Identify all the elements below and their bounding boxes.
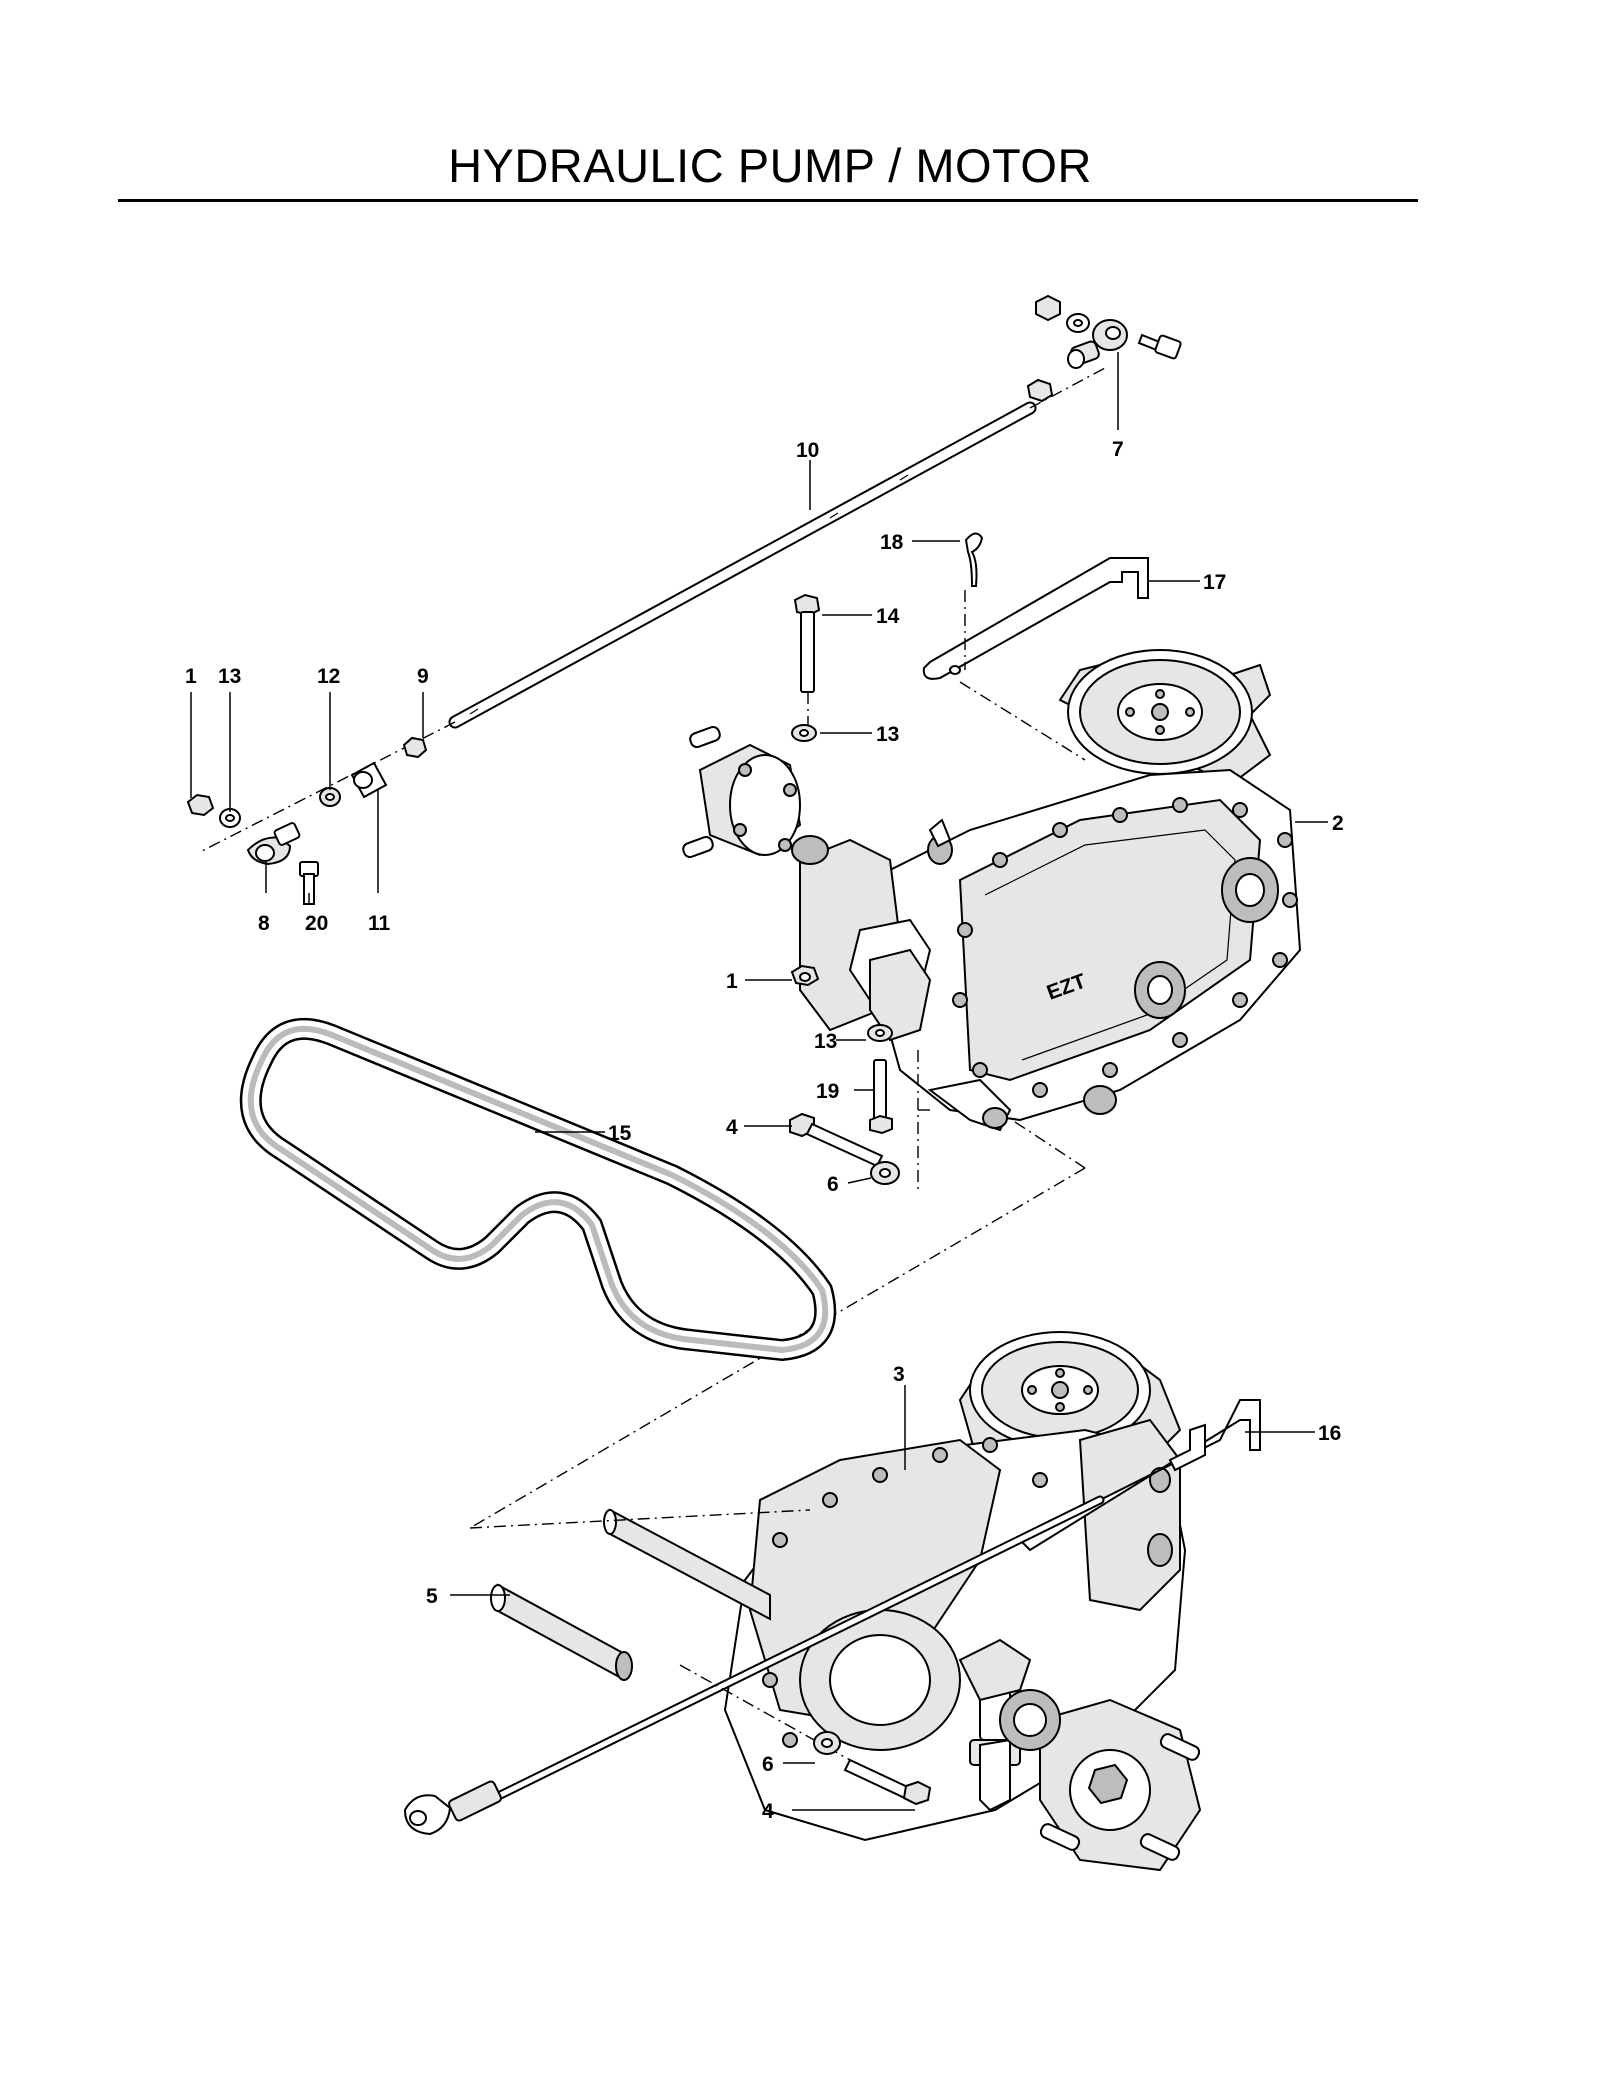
rod-end-assembly-left [186, 736, 428, 905]
callout-8: 8 [258, 912, 270, 935]
control-rod [448, 401, 1037, 729]
callout-1-left: 1 [185, 665, 197, 688]
callout-13-lower: 13 [814, 1030, 837, 1053]
callout-19: 19 [816, 1080, 839, 1103]
control-bracket [922, 557, 1149, 680]
callout-9: 9 [417, 665, 429, 688]
bracket-centerline [959, 681, 1086, 761]
callout-17: 17 [1203, 571, 1226, 594]
title-rule [118, 199, 1418, 202]
lower-transmission [723, 1331, 1202, 1872]
callout-13-upper: 13 [876, 723, 899, 746]
callout-18: 18 [880, 531, 904, 554]
bolt-14 [793, 593, 821, 693]
callout-10: 10 [796, 439, 819, 462]
bolt-4-lower [843, 1758, 932, 1806]
washer-13-upper [791, 724, 817, 742]
callout-15: 15 [608, 1122, 632, 1145]
rod-centerline-top [1029, 367, 1106, 409]
callout-1-center: 1 [726, 970, 738, 993]
callout-14: 14 [876, 605, 900, 628]
callout-labels: 10 7 18 17 14 13 1 13 12 9 8 20 11 2 1 1… [185, 438, 1344, 1823]
bolt-4-upper [789, 1112, 884, 1168]
upper-transmission: EZT [682, 649, 1302, 1132]
callout-7: 7 [1112, 438, 1124, 461]
callout-6-upper: 6 [827, 1173, 839, 1196]
callout-20: 20 [305, 912, 328, 935]
callout-16: 16 [1318, 1422, 1341, 1445]
page-title: HYDRAULIC PUMP / MOTOR [448, 139, 1092, 192]
flange-nut-1 [790, 964, 820, 987]
callout-4-upper: 4 [726, 1116, 738, 1139]
rod-end-assembly-top [1026, 294, 1182, 403]
callout-5: 5 [426, 1585, 438, 1608]
drive-belt [239, 1017, 837, 1361]
callout-3: 3 [893, 1363, 905, 1386]
callout-13-left: 13 [218, 665, 241, 688]
washer-6-upper [870, 1161, 900, 1185]
washer-13-lower [867, 1024, 893, 1042]
leader-lines [190, 352, 1328, 1811]
spacer-tube [490, 1508, 771, 1681]
callout-11: 11 [368, 912, 391, 935]
callout-2: 2 [1332, 812, 1344, 835]
callout-12: 12 [317, 665, 340, 688]
lower-control-rod [403, 1495, 1105, 1836]
washer-6-lower [813, 1731, 841, 1755]
bolt-19 [869, 1059, 893, 1135]
callout-4-lower: 4 [762, 1800, 774, 1823]
callout-6-lower: 6 [762, 1753, 774, 1776]
hairpin-clip [964, 532, 984, 587]
